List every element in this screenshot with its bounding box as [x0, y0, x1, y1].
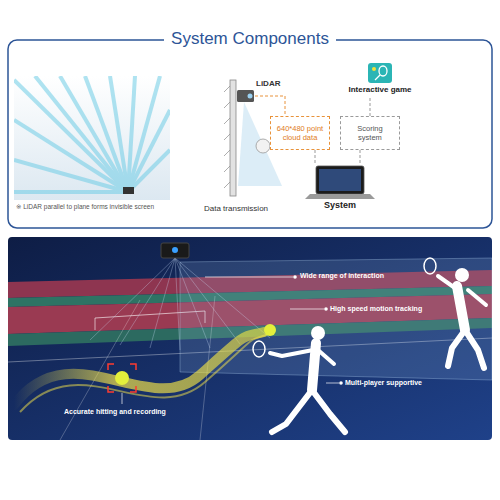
leader-line [122, 393, 123, 404]
player-arm [318, 350, 334, 364]
screen-photo [14, 76, 170, 200]
title-bar: System Components [0, 29, 500, 49]
wall-hatch [224, 86, 230, 188]
diagram-title: System Components [164, 29, 336, 48]
player-leg [448, 330, 465, 366]
lidar-ray [175, 258, 270, 338]
player-leg [312, 390, 345, 432]
hatch-line [224, 86, 230, 92]
node-text: Scoring system [345, 124, 395, 142]
node-text: 640*480 point cloud data [275, 124, 325, 142]
laser-ray [14, 190, 128, 194]
lidar-lens [248, 94, 253, 99]
wall [230, 80, 236, 196]
lidar-ray [175, 258, 180, 350]
lidar-ray [175, 258, 210, 348]
leader-line [326, 383, 339, 384]
lidar-ray [150, 258, 175, 348]
part-label: LiDAR [256, 79, 280, 88]
photo-caption: ※ LiDAR parallel to plane forms invisibl… [16, 203, 154, 211]
hatch-line [224, 134, 230, 140]
player-racket [253, 341, 265, 357]
tennis-ball [115, 371, 129, 385]
game-icon [368, 63, 392, 83]
hatch-line [224, 166, 230, 172]
data-line [255, 96, 285, 115]
lidar-ray [90, 258, 175, 340]
dashed-connector [315, 150, 316, 164]
laptop-display [319, 169, 361, 191]
lidar-ray [120, 258, 175, 345]
laptop [305, 166, 375, 199]
laser-ray [60, 76, 128, 192]
node-text: System [300, 200, 380, 211]
icon-handle [375, 75, 380, 80]
player-arm [468, 290, 486, 305]
laser-ray [14, 120, 128, 192]
player-head [311, 326, 325, 340]
scoring-box: Scoring system [340, 116, 400, 150]
laptop-node: System [300, 164, 380, 213]
player-arm [270, 350, 313, 356]
lidar-device [237, 90, 254, 102]
laser-ray [128, 110, 170, 192]
lidar-sensor [123, 187, 134, 194]
player-silhouette [253, 326, 345, 432]
feature-label: Multi-player supportive [345, 379, 422, 386]
player-torso [457, 286, 465, 330]
court-scene [8, 237, 492, 440]
lidar-device [161, 243, 189, 258]
laser-rays [14, 76, 170, 192]
dashed-connector [360, 150, 361, 164]
feature-label: Accurate hitting and recording [64, 408, 166, 415]
player-arm [438, 276, 455, 288]
feature-label: High speed motion tracking [330, 305, 422, 312]
icon-racket [379, 66, 387, 76]
leader-dot [293, 275, 297, 279]
leader-line [205, 277, 293, 278]
data-box: 640*480 point cloud data [270, 116, 330, 150]
ball-trail [20, 335, 266, 412]
laptop-base [305, 194, 375, 199]
lidar-ray [175, 258, 240, 344]
game-icon-node: Interactive game [340, 62, 420, 98]
player-racket [424, 258, 436, 274]
leader-line [290, 309, 324, 310]
ball [256, 139, 270, 153]
hatch-line [224, 150, 230, 156]
laser-ray [85, 76, 128, 192]
player-leg [272, 390, 312, 432]
hatch-line [224, 102, 230, 108]
player-leg [465, 330, 484, 368]
tennis-ball [264, 324, 276, 336]
leader-lines [122, 277, 339, 404]
laser-ray [110, 76, 128, 192]
laser-ray [35, 76, 128, 192]
player-head [455, 268, 469, 282]
icon-ground [368, 63, 392, 83]
feature-label: Wide range of interaction [300, 272, 384, 279]
hatch-line [224, 118, 230, 124]
panel-border [8, 40, 492, 228]
leader-dot [324, 307, 328, 311]
lidar-lens [172, 247, 178, 253]
icon-ball [372, 67, 376, 71]
hit-bracket [108, 364, 136, 392]
step-label: Data transmission [204, 204, 268, 213]
node-text: Interactive game [340, 85, 420, 95]
laptop-screen [316, 166, 364, 194]
dashed-connector [370, 98, 371, 116]
player-silhouette [424, 258, 486, 368]
leader-dot [339, 381, 343, 385]
hatch-line [224, 182, 230, 188]
net-post [95, 318, 96, 330]
laser-ray [128, 150, 170, 192]
photo-ground [14, 76, 170, 200]
scene-ground [8, 237, 492, 440]
